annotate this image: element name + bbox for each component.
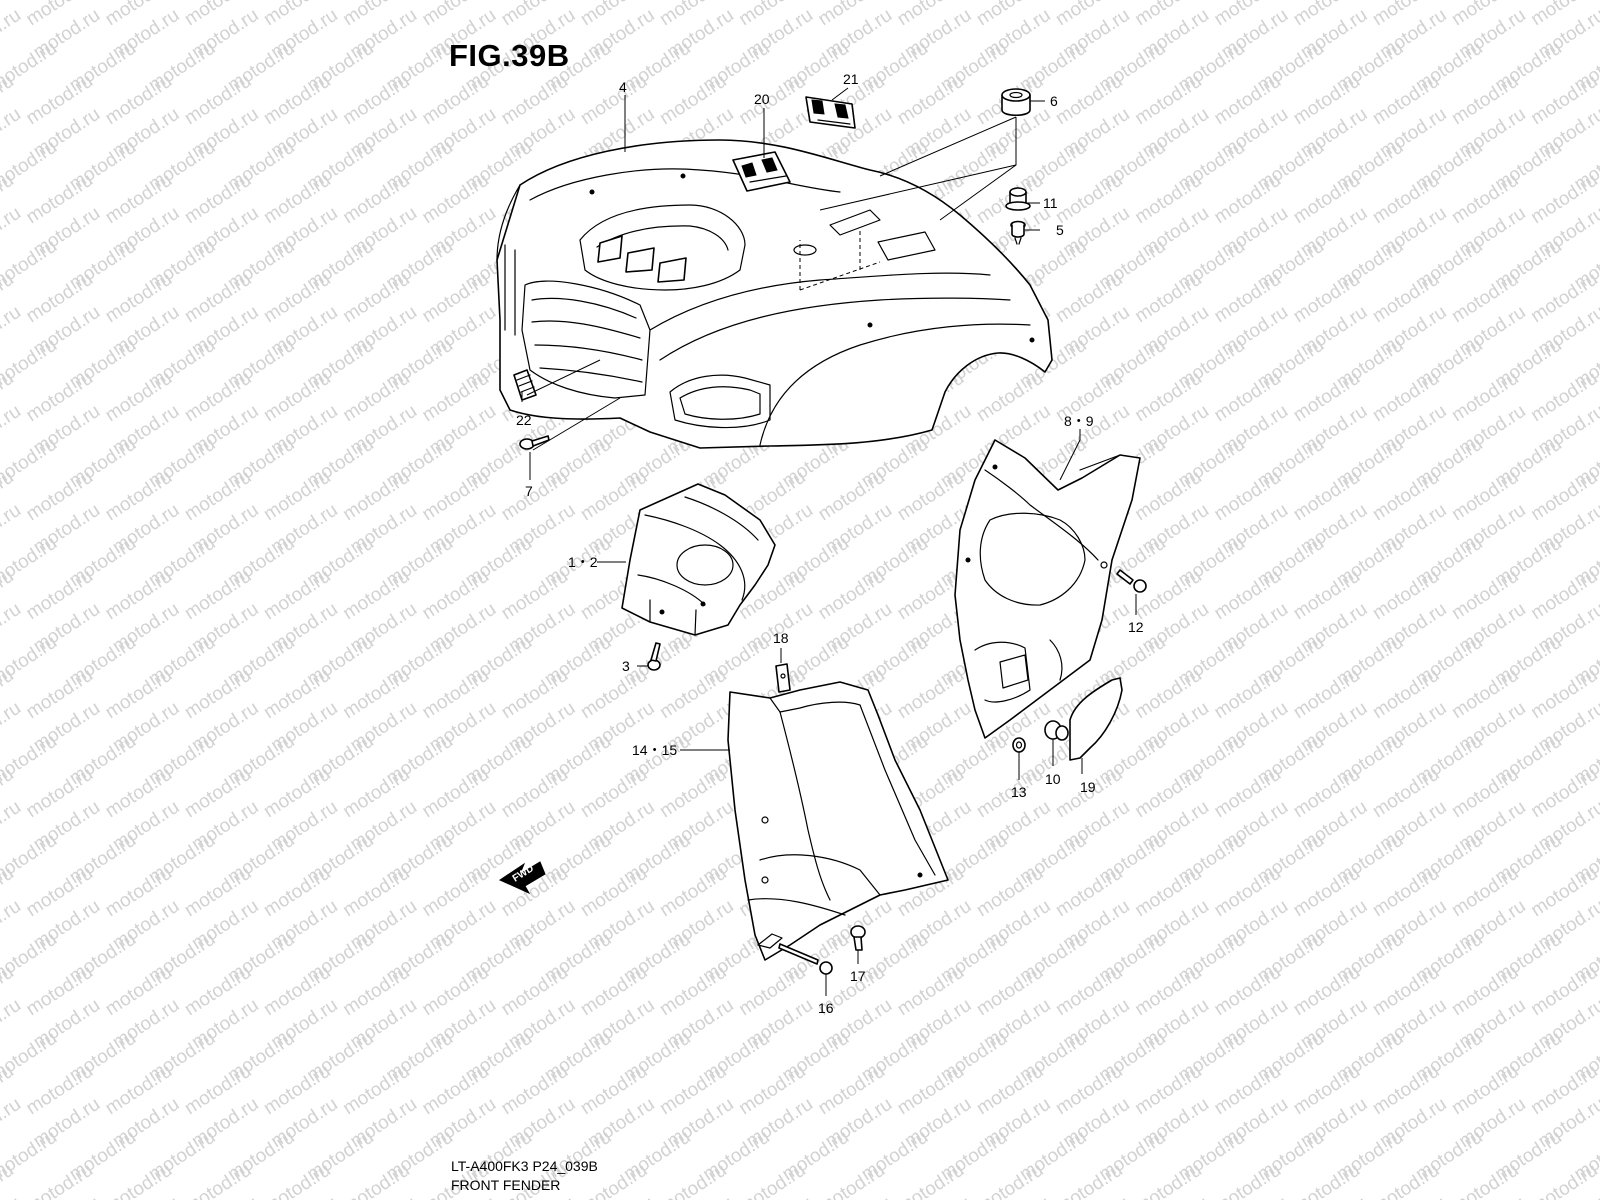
speed-nut-clip [775, 663, 791, 693]
callout-21: 21 [843, 71, 859, 87]
front-fender-body [496, 139, 1053, 449]
callout-5: 5 [1056, 222, 1064, 238]
screw-mud-guard-lower [778, 943, 833, 975]
callout-14-15: 14・15 [632, 742, 677, 758]
callout-10: 10 [1045, 771, 1061, 787]
callout-7: 7 [525, 483, 533, 499]
inner-cover [621, 483, 776, 636]
callout-4: 4 [619, 79, 627, 95]
screw [1010, 220, 1026, 245]
callout-17: 17 [850, 968, 866, 984]
washer [1012, 737, 1026, 753]
rubber-grommet [1001, 88, 1031, 117]
screw-mud-guard-upper [850, 925, 866, 951]
mud-guard [727, 681, 949, 961]
callout-19: 19 [1080, 779, 1096, 795]
screw-small [647, 642, 661, 671]
callout-20: 20 [754, 91, 770, 107]
callout-6: 6 [1050, 93, 1058, 109]
callout-1-2: 1・2 [568, 554, 598, 570]
figure-name: FRONT FENDER [451, 1177, 561, 1193]
callout-18: 18 [773, 630, 789, 646]
nut [1005, 187, 1031, 211]
forward-direction-arrow: FWD [498, 861, 546, 895]
screw-side-cover [1116, 569, 1147, 593]
emblem-4x4-400 [805, 96, 856, 129]
cover-lid [1069, 677, 1123, 761]
callout-12: 12 [1128, 619, 1144, 635]
cushion [1044, 720, 1069, 741]
model-code: LT-A400FK3 P24_039B [451, 1158, 598, 1174]
callout-16: 16 [818, 1000, 834, 1016]
callout-3: 3 [622, 658, 630, 674]
callout-11: 11 [1043, 195, 1058, 211]
callout-22: 22 [516, 412, 532, 428]
callout-13: 13 [1011, 784, 1027, 800]
callout-8-9: 8・9 [1064, 413, 1094, 429]
